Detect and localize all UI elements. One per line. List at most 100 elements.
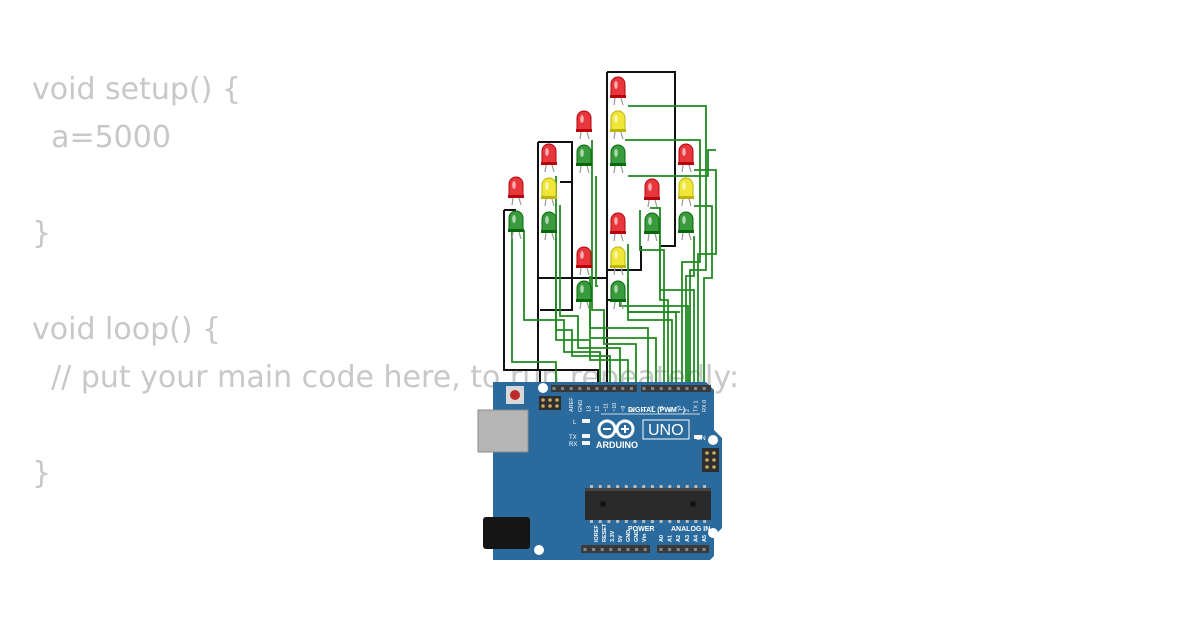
mount-hole bbox=[708, 528, 718, 538]
chip-pin bbox=[642, 485, 646, 488]
led-green[interactable] bbox=[541, 211, 557, 241]
led-green[interactable] bbox=[678, 211, 694, 241]
led-yellow[interactable] bbox=[541, 177, 557, 207]
code-line[interactable]: // put your main code here, to run repea… bbox=[32, 360, 740, 395]
led-red[interactable] bbox=[576, 246, 592, 276]
led-red[interactable] bbox=[576, 110, 592, 140]
header-pin-socket[interactable] bbox=[668, 387, 672, 390]
code-editor[interactable]: void setup() { a=5000} void loop() { // p… bbox=[32, 66, 739, 498]
analog-pin-label: A3 bbox=[685, 535, 691, 542]
code-line[interactable]: } bbox=[32, 456, 52, 491]
digital-pin-label: ~10 bbox=[612, 403, 618, 412]
led-green[interactable] bbox=[610, 280, 626, 310]
led-green[interactable] bbox=[508, 210, 524, 240]
analog-header-label: ANALOG IN bbox=[671, 526, 710, 533]
header-pin-socket[interactable] bbox=[642, 387, 646, 390]
led-red[interactable] bbox=[610, 212, 626, 242]
header-pin-socket[interactable] bbox=[702, 548, 706, 551]
chip-pin bbox=[703, 485, 707, 488]
code-line[interactable]: void setup() { bbox=[32, 72, 241, 107]
signal-wire bbox=[555, 236, 629, 384]
led-yellow[interactable] bbox=[610, 246, 626, 276]
uno-badge bbox=[642, 419, 690, 440]
header-pin-socket[interactable] bbox=[694, 387, 698, 390]
ground-wire bbox=[540, 175, 573, 311]
header-pin-socket[interactable] bbox=[592, 548, 596, 551]
digital-pin-label: ~9 bbox=[621, 406, 627, 412]
header-pin-socket[interactable] bbox=[659, 387, 663, 390]
signal-wire bbox=[591, 140, 637, 384]
header-pin-socket[interactable] bbox=[693, 548, 697, 551]
led-green[interactable] bbox=[576, 144, 592, 174]
chip-pin bbox=[598, 485, 602, 488]
ground-wire bbox=[607, 71, 676, 247]
led-yellow[interactable] bbox=[610, 110, 626, 140]
chip-pin bbox=[642, 520, 646, 523]
header-pin-socket[interactable] bbox=[635, 548, 639, 551]
chip-pin bbox=[650, 520, 654, 523]
header-pin-socket[interactable] bbox=[595, 387, 599, 390]
chip-pin bbox=[677, 485, 680, 488]
header-pin-socket[interactable] bbox=[578, 387, 582, 390]
power-pin-label: GND bbox=[626, 530, 632, 542]
signal-wire bbox=[659, 236, 695, 384]
header-pin-socket[interactable] bbox=[569, 387, 573, 390]
reset-button[interactable] bbox=[510, 390, 520, 400]
header-pin-socket[interactable] bbox=[676, 387, 680, 390]
led-green[interactable] bbox=[644, 212, 660, 242]
power-pin-label: IOREF bbox=[594, 525, 600, 542]
header-pin-socket[interactable] bbox=[552, 387, 556, 390]
power-jack[interactable] bbox=[483, 517, 530, 549]
signal-wire bbox=[650, 207, 669, 384]
led-red[interactable] bbox=[644, 178, 660, 208]
header-pin-socket[interactable] bbox=[583, 548, 587, 551]
header-pin-socket[interactable] bbox=[612, 387, 616, 390]
header-pin-socket[interactable] bbox=[621, 387, 625, 390]
code-line[interactable]: a=5000 bbox=[32, 120, 171, 155]
led-green[interactable] bbox=[576, 280, 592, 310]
led-red[interactable] bbox=[610, 76, 626, 106]
led-red[interactable] bbox=[678, 143, 694, 173]
chip-pin bbox=[659, 520, 663, 523]
usb-port[interactable] bbox=[477, 409, 529, 453]
header-pin-socket[interactable] bbox=[600, 548, 604, 551]
header-pin-socket[interactable] bbox=[659, 548, 663, 551]
led-red[interactable] bbox=[541, 143, 557, 173]
header-pin-socket[interactable] bbox=[668, 548, 672, 551]
header-pin-socket[interactable] bbox=[617, 548, 621, 551]
led-red[interactable] bbox=[508, 176, 524, 206]
header-pin-socket[interactable] bbox=[609, 548, 613, 551]
header-block bbox=[657, 545, 709, 553]
header-pin-socket[interactable] bbox=[651, 387, 655, 390]
chip-pin bbox=[694, 520, 698, 523]
header-pin-socket[interactable] bbox=[685, 387, 689, 390]
chip-pin bbox=[607, 520, 611, 523]
signal-wires bbox=[511, 105, 717, 384]
rx-label: RX bbox=[569, 442, 577, 448]
on-label: ON bbox=[696, 435, 706, 442]
header-pin-socket[interactable] bbox=[629, 387, 633, 390]
led-array bbox=[508, 76, 694, 310]
led-yellow[interactable] bbox=[678, 177, 694, 207]
header-pin-socket[interactable] bbox=[586, 387, 590, 390]
tx-label: TX bbox=[569, 435, 577, 441]
header-pin-socket[interactable] bbox=[561, 387, 565, 390]
led-green[interactable] bbox=[610, 144, 626, 174]
header-pin-socket[interactable] bbox=[685, 548, 689, 551]
header-pin-socket[interactable] bbox=[626, 548, 630, 551]
code-line[interactable]: } bbox=[32, 216, 52, 251]
header-pin-socket[interactable] bbox=[676, 548, 680, 551]
chip-pin bbox=[694, 485, 698, 488]
header-pin-socket[interactable] bbox=[604, 387, 608, 390]
power-pin-label: 3.3V bbox=[610, 530, 616, 542]
code-line[interactable]: void loop() { bbox=[32, 312, 222, 347]
digital-pin-label: RX 0 bbox=[702, 400, 708, 412]
digital-header[interactable] bbox=[551, 385, 711, 392]
header-pin-socket[interactable] bbox=[702, 387, 706, 390]
power-analog-header[interactable] bbox=[581, 545, 709, 553]
analog-pin-label: A5 bbox=[702, 535, 708, 542]
arduino-infinity-logo bbox=[597, 419, 635, 439]
header-pin-socket[interactable] bbox=[643, 548, 647, 551]
signal-wire bbox=[685, 236, 695, 384]
